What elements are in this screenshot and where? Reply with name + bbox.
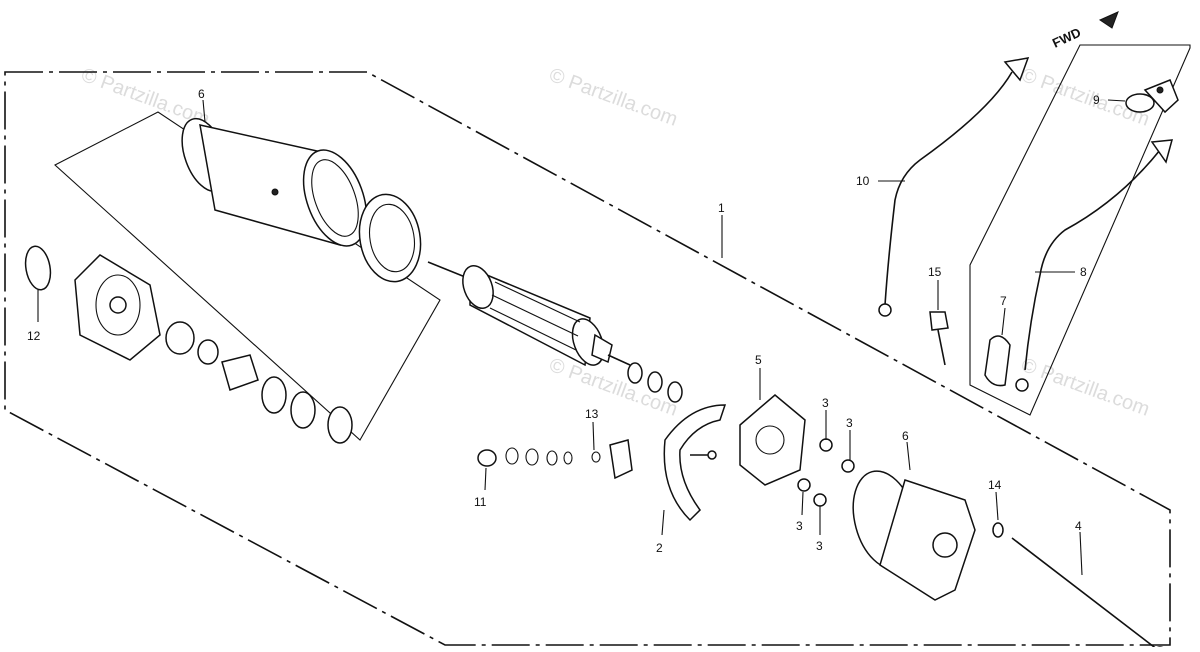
small-washers <box>477 439 633 480</box>
terminal-boot <box>984 335 1011 387</box>
callout-9: 9 <box>1093 93 1100 107</box>
callout-8: 8 <box>1080 265 1087 279</box>
callout-14: 14 <box>988 478 1002 492</box>
yoke-housing <box>181 117 368 247</box>
callout-6a: 6 <box>198 87 205 101</box>
callout-7: 7 <box>1000 294 1007 308</box>
watermark: © Partzilla.com <box>1018 354 1152 421</box>
brush-holder <box>739 394 806 486</box>
callout-3d: 3 <box>816 539 823 553</box>
front-cover <box>74 254 161 361</box>
watermark: © Partzilla.com <box>546 64 680 131</box>
starter-assembly-outline <box>4 71 1171 646</box>
rear-cover <box>852 470 976 601</box>
left-washers <box>165 321 353 444</box>
callouts: 1 2 3 3 3 3 4 5 6 6 7 8 9 10 11 12 13 14… <box>27 87 1100 555</box>
brush-ring <box>358 193 422 283</box>
inner-group-outline <box>54 111 441 441</box>
callout-15: 15 <box>928 265 942 279</box>
callout-12: 12 <box>27 329 41 343</box>
callout-2: 2 <box>656 541 663 555</box>
armature <box>427 261 631 367</box>
bolt <box>929 311 949 366</box>
callout-11: 11 <box>474 495 487 509</box>
callout-6b: 6 <box>902 429 909 443</box>
terminal-cap <box>1125 79 1179 114</box>
callout-3b: 3 <box>846 416 853 430</box>
callout-4: 4 <box>1075 519 1082 533</box>
callout-1: 1 <box>718 201 725 215</box>
callout-3a: 3 <box>822 396 829 410</box>
fwd-label: FWD <box>1050 25 1083 51</box>
callout-3c: 3 <box>796 519 803 533</box>
brush-holder-plate <box>663 404 727 522</box>
armature-washers <box>627 362 683 403</box>
cable-group-outline <box>969 44 1191 416</box>
leader-lines <box>37 99 1126 576</box>
nuts <box>797 438 855 507</box>
starter-cable <box>1015 139 1174 392</box>
callout-5: 5 <box>755 353 762 367</box>
callout-13: 13 <box>585 407 599 421</box>
callout-10: 10 <box>856 174 870 188</box>
washer <box>992 522 1004 538</box>
o-ring <box>24 245 52 291</box>
ground-cable <box>878 57 1030 317</box>
through-bolt <box>1011 537 1167 652</box>
